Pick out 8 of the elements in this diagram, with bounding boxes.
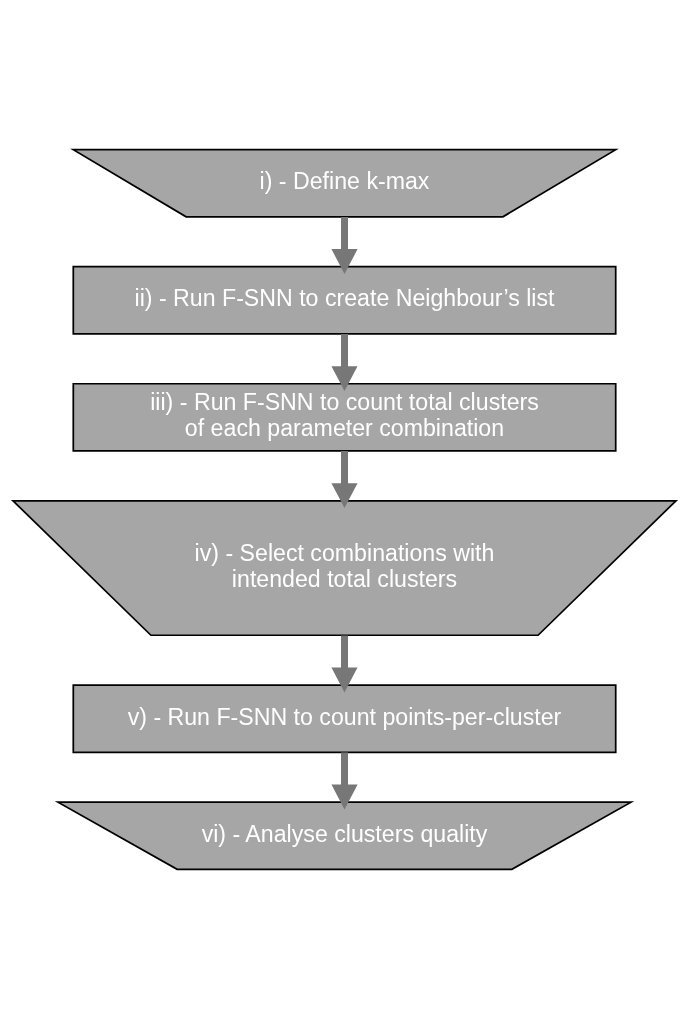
arrow [331, 450, 358, 508]
arrow [331, 333, 358, 391]
node-box: iii) - Run F-SNN to count total clusters of each parameter combination [72, 382, 617, 452]
node-box: v) - Run F-SNN to count points-per-cluster [72, 683, 617, 753]
node-box: ii) - Run F-SNN to create Neighbour’s list [72, 265, 617, 335]
arrow [331, 216, 358, 274]
arrow [331, 751, 358, 809]
arrow [331, 635, 358, 692]
